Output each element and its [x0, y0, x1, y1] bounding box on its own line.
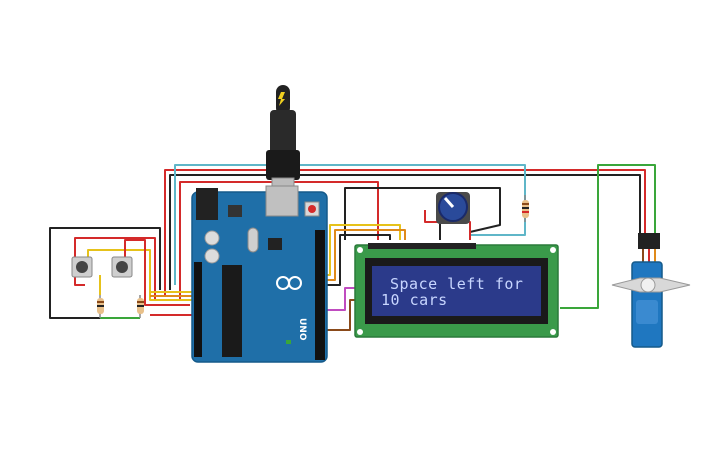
digital-header [315, 230, 325, 360]
wire-black-pot [344, 187, 501, 240]
arduino-logo-icon [276, 276, 302, 290]
resistor-icon [522, 195, 529, 222]
potentiometer-icon[interactable] [436, 192, 470, 224]
wire-brown-lcd [320, 299, 358, 331]
crystal [247, 227, 259, 253]
lcd-module[interactable]: Space left for 10 cars [354, 243, 559, 338]
pushbutton-2-icon[interactable] [111, 256, 133, 278]
wire-black-buttons [49, 227, 161, 319]
lcd-line-2: 10 cars [381, 291, 448, 309]
power-jack [196, 188, 218, 220]
power-analog-header [194, 262, 202, 357]
wire-black-lcd-3 [320, 234, 391, 286]
small-ic [268, 238, 282, 250]
wire-cyan-top [174, 164, 526, 285]
wire-red-buttons [74, 237, 156, 300]
wire-black-servo [169, 174, 641, 290]
pushbutton-1-icon[interactable] [71, 256, 93, 278]
uno-label: UNO [297, 318, 307, 341]
resistor-button-1-icon [97, 295, 104, 318]
lcd-pin-header [368, 243, 476, 249]
capacitor-1 [204, 230, 220, 246]
usb-jack [265, 185, 299, 217]
arduino-uno-board[interactable]: UNO [191, 185, 328, 363]
lcd-screen [372, 266, 541, 316]
regulator [228, 205, 242, 217]
wire-purple-lcd [320, 287, 358, 311]
resistor-button-2-icon [137, 295, 144, 318]
wire-green-servo [560, 164, 656, 309]
wire-yellow-buttons-1 [87, 249, 195, 301]
wire-red-servo [164, 169, 646, 295]
usb-cable-icon [266, 85, 300, 199]
capacitor-2 [204, 248, 220, 264]
atmega-chip [222, 265, 242, 357]
servo-motor-icon[interactable] [611, 233, 691, 348]
wire-orange-lcd-2 [320, 229, 406, 281]
wire-red-buttons-2 [124, 239, 190, 306]
lcd-line-1: Space left for [390, 275, 523, 293]
